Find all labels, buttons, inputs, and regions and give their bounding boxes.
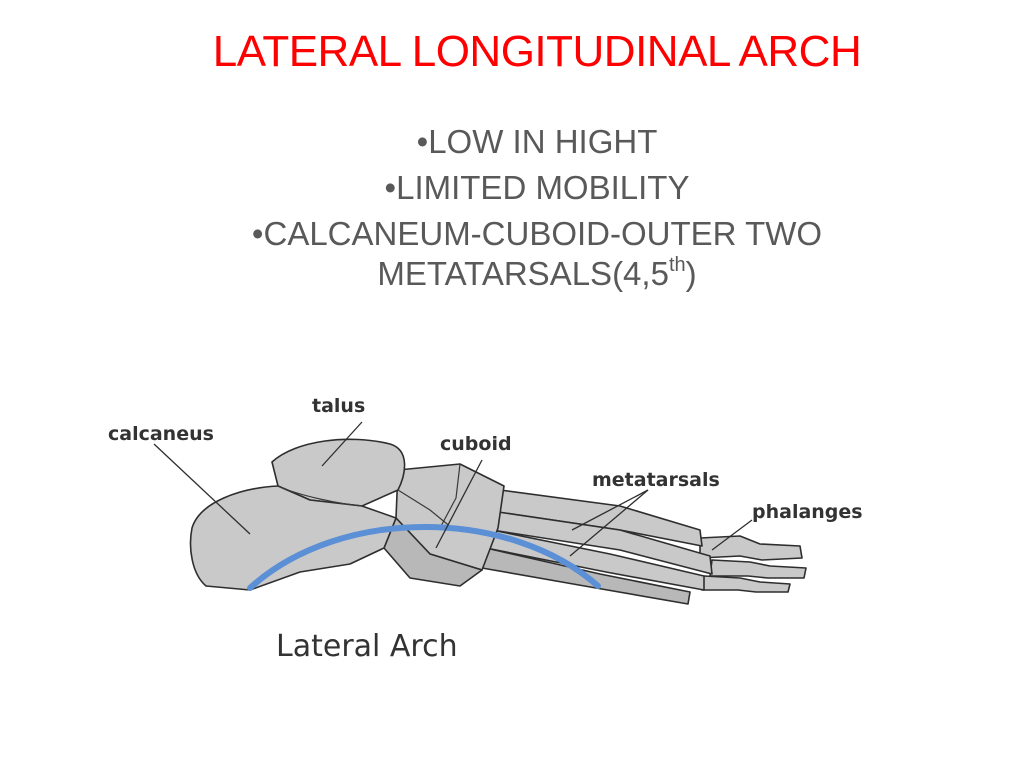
slide-title: LATERAL LONGITUDINAL ARCH <box>212 27 862 76</box>
phalanges-bone <box>709 559 807 579</box>
label-metatarsals: metatarsals <box>592 469 720 491</box>
leader-line-phalanges <box>711 519 753 551</box>
superscript-th: th <box>668 254 686 276</box>
foot-arch-diagram: talus calcaneus cuboid metatarsals phala… <box>100 378 930 698</box>
bone-seam <box>439 463 461 529</box>
bullet-item: •CALCANEUM-CUBOID-OUTER TWO <box>200 214 874 254</box>
bullet-marker: • <box>384 169 397 206</box>
bullet-item: •LOW IN HIGHT <box>200 122 874 162</box>
phalanges-bone <box>699 535 803 561</box>
leader-line-metatarsals <box>569 489 649 557</box>
bullet-text: LOW IN HIGHT <box>428 123 658 160</box>
calcaneus-bone <box>189 485 397 591</box>
leader-line-metatarsals <box>571 489 649 531</box>
leader-line-cuboid <box>435 459 483 549</box>
diagram-caption: Lateral Arch <box>276 629 458 664</box>
foot-bones <box>189 438 807 605</box>
label-cuboid: cuboid <box>440 433 512 455</box>
label-phalanges: phalanges <box>752 501 863 523</box>
bone-seam <box>397 489 453 529</box>
bone-seam <box>277 485 363 507</box>
bullet-text: CALCANEUM-CUBOID-OUTER TWO <box>263 215 823 252</box>
bullet-marker: • <box>416 123 429 160</box>
talus-bone <box>271 438 406 507</box>
bullet-continuation: METATARSALS(4,5th) <box>200 254 874 294</box>
phalanges-bone <box>701 575 791 593</box>
foot-skeleton-illustration: talus calcaneus cuboid metatarsals phala… <box>108 395 863 664</box>
label-calcaneus: calcaneus <box>108 423 214 445</box>
bullet-item: •LIMITED MOBILITY <box>200 168 874 208</box>
bullet-text: LIMITED MOBILITY <box>396 169 690 206</box>
lateral-arch-curve <box>247 524 601 591</box>
leader-line-calcaneus <box>153 443 251 535</box>
bullet-marker: • <box>251 215 264 252</box>
bullet-list: •LOW IN HIGHT •LIMITED MOBILITY •CALCANE… <box>200 122 874 300</box>
bullet-continuation-close: ) <box>685 255 697 292</box>
bullet-continuation-text: METATARSALS(4,5 <box>377 255 669 292</box>
leader-line-talus <box>321 421 363 467</box>
label-talus: talus <box>312 395 365 417</box>
